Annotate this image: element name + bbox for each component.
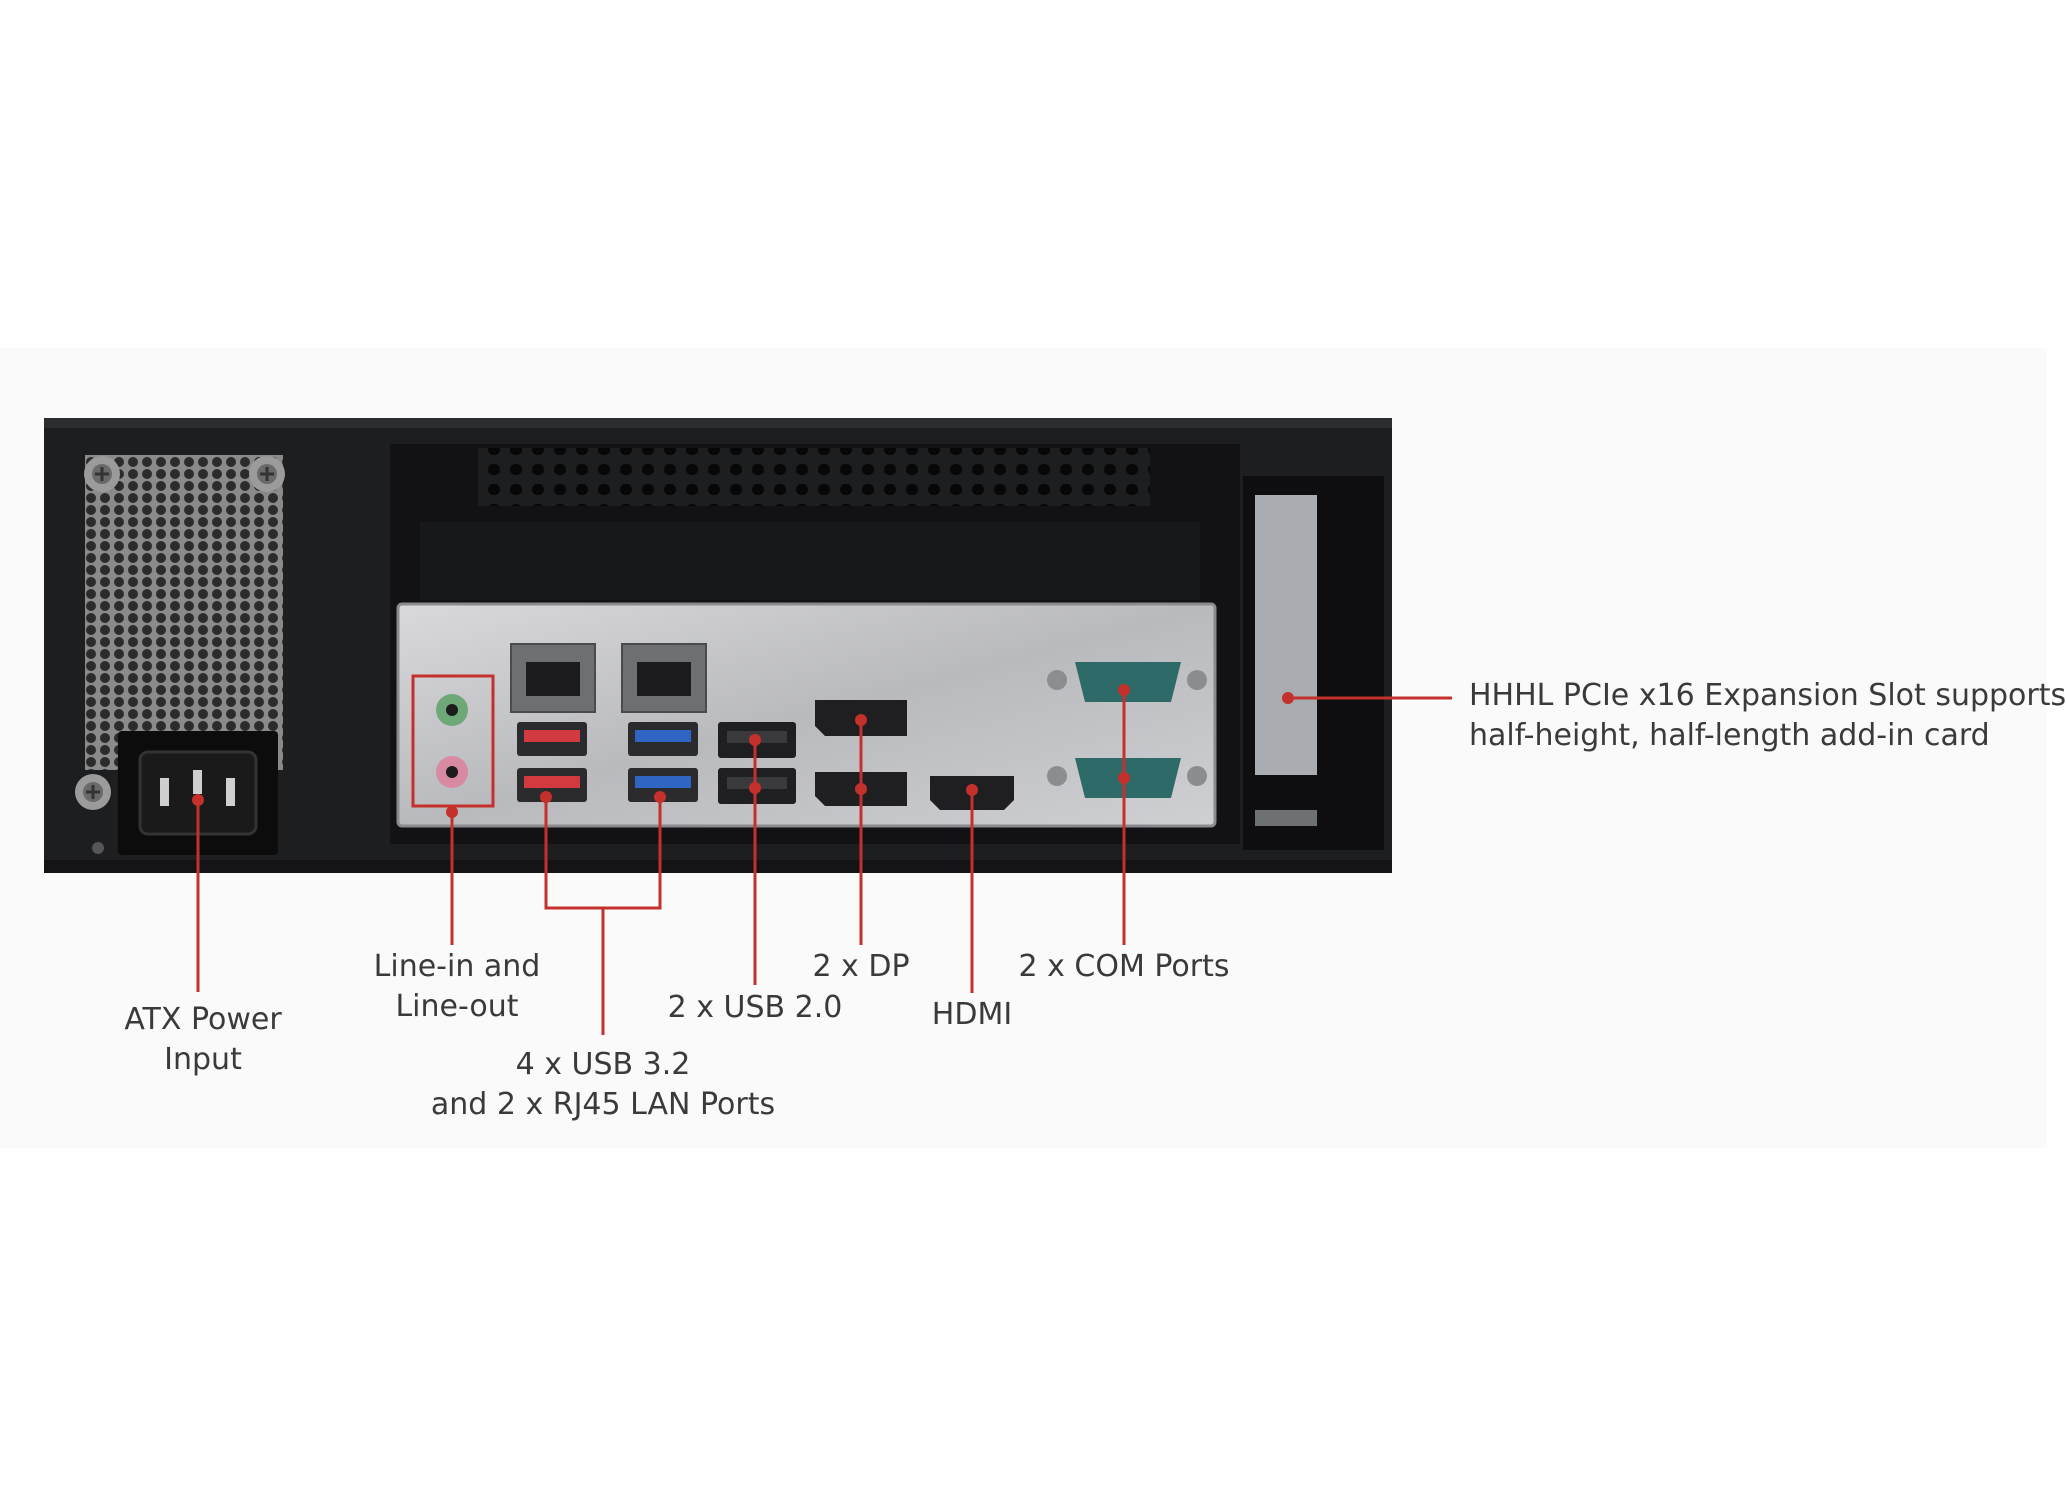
screw-icon	[75, 774, 111, 810]
vent-grille	[478, 448, 1150, 506]
callout-dp: 2 x DP	[781, 947, 941, 987]
leader-dot	[446, 806, 458, 818]
callout-line: and 2 x RJ45 LAN Ports	[430, 1087, 776, 1122]
leader-dot	[749, 782, 761, 794]
usb-icon	[628, 722, 698, 802]
callout-line: 2 x COM Ports	[1018, 949, 1230, 984]
callout-audio: Line-in and Line-out	[352, 947, 562, 1027]
screw-icon	[84, 456, 120, 492]
callout-usb32-lan: 4 x USB 3.2 and 2 x RJ45 LAN Ports	[423, 1045, 783, 1125]
screw-icon	[249, 456, 285, 492]
rear-bracket-area	[420, 522, 1200, 600]
ethernet-icon	[621, 643, 707, 713]
callout-line: Input	[164, 1042, 242, 1077]
callout-com: 2 x COM Ports	[1014, 947, 1234, 987]
callout-line: HDMI	[931, 997, 1013, 1032]
psu-panel	[75, 455, 285, 855]
audio-jacks	[411, 674, 495, 808]
callout-line: 2 x DP	[812, 949, 910, 984]
ethernet-icon	[510, 643, 596, 713]
pcie-slot	[1243, 476, 1384, 850]
callout-pcie: HHHL PCIe x16 Expansion Slot supports ha…	[1469, 676, 2066, 756]
callout-line: 4 x USB 3.2	[515, 1047, 691, 1082]
leader-dot	[749, 734, 761, 746]
leader-dot	[1282, 692, 1294, 704]
usb-icon	[517, 722, 587, 802]
leader-dot	[1118, 684, 1130, 696]
callout-hdmi: HDMI	[902, 995, 1042, 1035]
callout-line: HHHL PCIe x16 Expansion Slot supports	[1469, 678, 2066, 713]
io-shield	[396, 602, 1217, 828]
callout-line: Line-out	[395, 989, 519, 1024]
leader-usb32-bracket	[544, 797, 662, 910]
leader-dot	[855, 714, 867, 726]
leader-dot	[540, 791, 552, 803]
power-socket-icon	[118, 731, 278, 855]
callout-usb20: 2 x USB 2.0	[645, 988, 865, 1028]
leader-dot	[1118, 772, 1130, 784]
leader-dot	[966, 784, 978, 796]
callout-line: half-height, half-length add-in card	[1469, 718, 1990, 753]
callout-line: 2 x USB 2.0	[667, 990, 843, 1025]
leader-dot	[855, 783, 867, 795]
leader-dot	[192, 794, 204, 806]
leader-dot	[654, 791, 666, 803]
callout-line: ATX Power	[124, 1002, 282, 1037]
callout-atx-power: ATX Power Input	[98, 1000, 308, 1080]
callout-line: Line-in and	[373, 949, 541, 984]
